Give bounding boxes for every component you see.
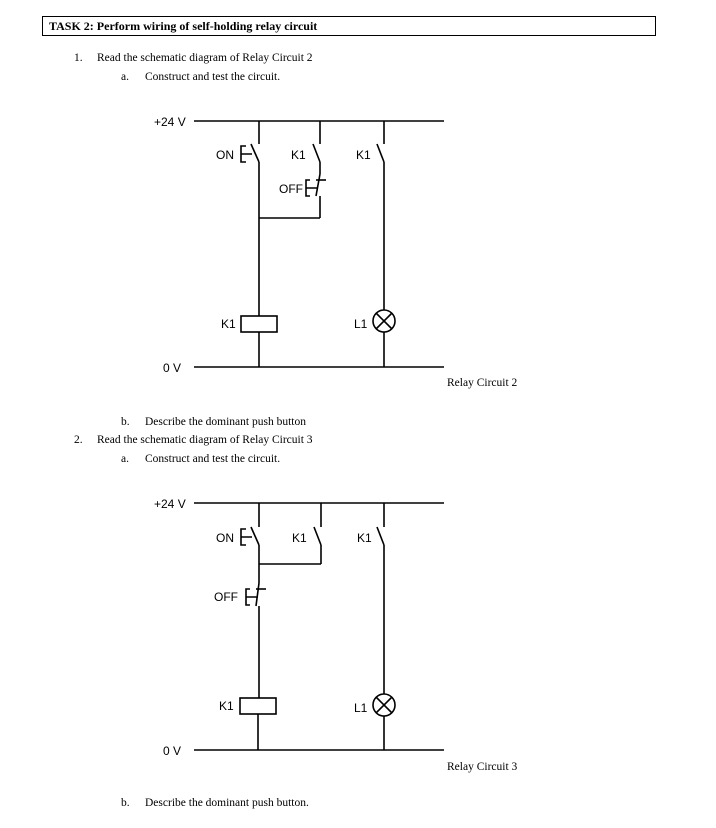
off-pushbutton-actuator — [305, 179, 318, 197]
caption-relay-circuit-2: Relay Circuit 2 — [447, 377, 518, 389]
task-title: TASK 2: Perform wiring of self-holding r… — [49, 19, 318, 33]
item-1-number: 1. — [74, 52, 83, 64]
ground-label: 0 V — [163, 361, 181, 375]
k1-lamp-label: K1 — [356, 148, 371, 162]
item-2-number: 2. — [74, 434, 83, 446]
on-pushbutton-actuator — [240, 528, 252, 546]
item-2b-text: Describe the dominant push button. — [145, 797, 309, 809]
item-1a-text: Construct and test the circuit. — [145, 71, 281, 83]
k1-coil-label: K1 — [219, 699, 234, 713]
k1-lamp-contact — [376, 526, 385, 546]
supply-label: +24 V — [154, 115, 186, 129]
item-1-text: Read the schematic diagram of Relay Circ… — [97, 52, 313, 64]
k1-coil — [239, 697, 277, 715]
off-switch-contact — [315, 173, 321, 197]
on-label: ON — [216, 148, 234, 162]
on-switch-contact — [250, 143, 260, 163]
relay-circuit-2-diagram: +24 V ON K1 OFF K1 K1 L1 0 V — [154, 115, 444, 375]
off-pushbutton-actuator — [245, 588, 258, 606]
lamp-cross-2 — [375, 312, 393, 330]
k1-lamp-contact — [376, 143, 385, 163]
ground-label: 0 V — [163, 744, 181, 758]
supply-label: +24 V — [154, 497, 186, 511]
off-label: OFF — [279, 182, 303, 196]
l1-label: L1 — [354, 317, 368, 331]
k1-lamp-label: K1 — [357, 531, 372, 545]
caption-relay-circuit-3: Relay Circuit 3 — [447, 761, 518, 773]
task-header-box: TASK 2: Perform wiring of self-holding r… — [42, 16, 656, 36]
item-2a-label: a. — [121, 453, 129, 465]
k1-coil-label: K1 — [221, 317, 236, 331]
on-switch-contact — [250, 526, 260, 546]
off-switch-contact — [255, 582, 260, 607]
l1-label: L1 — [354, 701, 368, 715]
k1-hold-label: K1 — [292, 531, 307, 545]
k1-hold-contact — [312, 143, 321, 163]
relay-circuit-3-diagram: +24 V ON OFF K1 K1 K1 L1 0 V — [154, 497, 444, 758]
lamp-cross-2 — [375, 696, 393, 714]
item-1a-label: a. — [121, 71, 129, 83]
item-2b-label: b. — [121, 797, 130, 809]
off-label: OFF — [214, 590, 238, 604]
on-label: ON — [216, 531, 234, 545]
item-1b-label: b. — [121, 416, 130, 428]
item-2a-text: Construct and test the circuit. — [145, 453, 281, 465]
k1-hold-label: K1 — [291, 148, 306, 162]
item-1b-text: Describe the dominant push button — [145, 416, 306, 428]
k1-hold-contact — [313, 526, 322, 546]
on-pushbutton-actuator — [240, 145, 252, 163]
item-2-text: Read the schematic diagram of Relay Circ… — [97, 434, 313, 446]
